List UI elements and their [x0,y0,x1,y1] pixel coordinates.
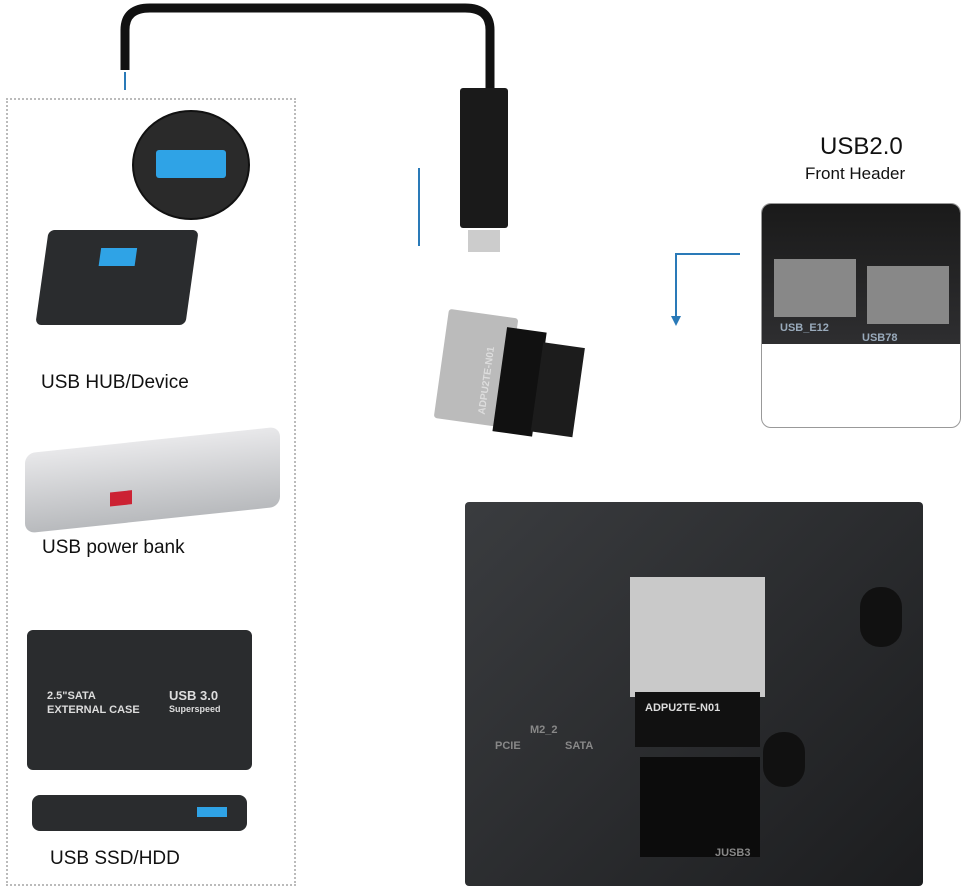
board-label: M2_2 [530,724,558,736]
header-title: USB2.0 [820,133,903,160]
usb-cable [120,3,508,252]
front-header-image: USB_E12 USB78 [761,203,961,428]
arrow-up-icon [418,168,420,246]
usb-port-closeup [132,110,250,220]
ssd-case-image: 2.5"SATA EXTERNAL CASE USB 3.0 Superspee… [27,630,252,770]
device-label: USB HUB/Device [41,372,189,393]
case-text: EXTERNAL CASE [47,704,140,716]
header-label: USB78 [862,332,898,344]
ssd-side-image [32,795,247,831]
arrow-bend-down-icon [671,253,740,326]
adapter-image: ADPU2TE-N01 [432,308,587,447]
device-label: USB power bank [42,537,185,558]
board-label: SATA [565,740,594,752]
case-text: 2.5"SATA [47,690,96,702]
adapter-model: ADPU2TE-N01 [645,702,721,714]
header-subtitle: Front Header [805,164,906,183]
arrow-down-icon [124,72,126,90]
usb-hub-image [35,230,199,325]
case-text: Superspeed [169,704,221,714]
board-label: PCIE [495,740,521,752]
device-label: USB SSD/HDD [50,848,180,869]
header-label: USB_E12 [780,322,829,334]
case-text: USB 3.0 [169,688,219,703]
device-panel [6,98,296,886]
motherboard-image: ADPU2TE-N01 M2_2 PCIE SATA JUSB3 [465,502,923,886]
board-label: JUSB3 [715,847,751,859]
